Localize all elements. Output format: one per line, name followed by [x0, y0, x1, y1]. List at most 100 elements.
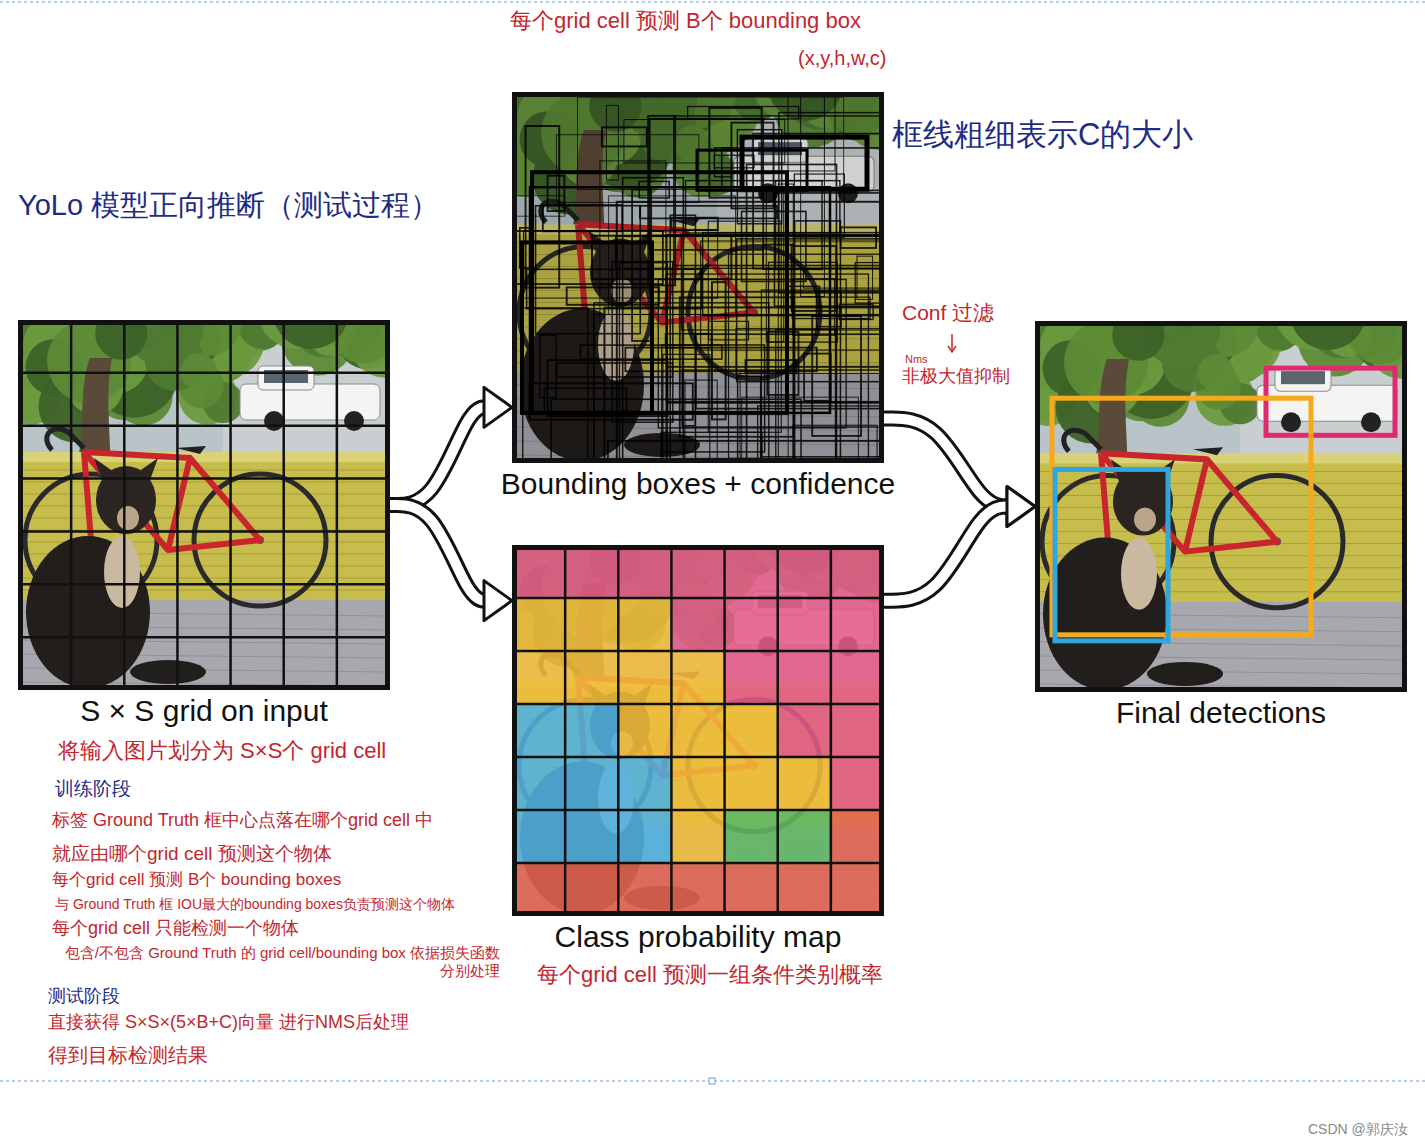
panel-illustration — [512, 545, 884, 916]
class-cell — [565, 810, 618, 863]
class-cell — [778, 598, 831, 651]
candidate-box — [742, 397, 859, 459]
connector-outline — [390, 407, 488, 505]
annotation-note: 直接获得 S×S×(5×B+C)向量 进行NMS后处理 — [48, 1012, 409, 1034]
grid-line — [18, 530, 390, 533]
wall-slat — [18, 530, 390, 531]
candidate-box — [709, 321, 749, 340]
section-heading: 测试阶段 — [48, 986, 120, 1008]
candidate-box — [774, 193, 880, 306]
class-cell — [831, 651, 884, 704]
class-cell — [565, 545, 618, 598]
class-cell — [618, 704, 671, 757]
wall-slat — [18, 518, 390, 519]
image-panel: Final detections — [1035, 321, 1407, 692]
panel-border — [515, 95, 882, 461]
candidate-box — [682, 370, 880, 427]
annotation-note: Conf 过滤 — [902, 300, 994, 325]
wall-slat — [1035, 531, 1407, 532]
grid-line — [512, 650, 884, 653]
guide-handle — [709, 1078, 715, 1084]
class-cell — [671, 863, 724, 916]
panel-caption: Bounding boxes + confidence — [501, 467, 895, 502]
annotation-note: 每个grid cell 预测一组条件类别概率 — [537, 962, 883, 988]
detection-box — [1052, 398, 1311, 635]
candidate-box — [776, 181, 822, 270]
candidate-box — [609, 196, 736, 315]
panel-illustration — [1035, 321, 1407, 692]
candidate-box — [708, 221, 781, 432]
candidate-box — [776, 330, 836, 459]
connector-fill — [884, 507, 1011, 601]
watermark: CSDN @郭庆汝 — [1308, 1121, 1408, 1138]
connector-outline — [884, 507, 1011, 601]
shade — [512, 92, 884, 463]
grid-line — [123, 320, 126, 690]
image-panel: S × S grid on input — [18, 320, 390, 690]
grid-line — [176, 320, 179, 690]
panel-border — [1038, 324, 1405, 690]
candidate-box — [547, 360, 667, 416]
wall-slat — [18, 494, 390, 495]
class-cell — [565, 863, 618, 916]
bicycle-handlebar — [1064, 430, 1101, 451]
candidate-box — [801, 95, 825, 296]
annotation-note: 标签 Ground Truth 框中心点落在哪个grid cell 中 — [52, 810, 433, 832]
class-cell — [618, 810, 671, 863]
dog-chest — [1121, 538, 1157, 610]
grid-line — [512, 809, 884, 812]
class-cell — [778, 704, 831, 757]
dog-muzzle — [117, 506, 139, 530]
sky — [512, 545, 884, 916]
rail-top — [18, 452, 390, 462]
truck-wheel — [344, 411, 364, 431]
dog-muzzle — [1134, 508, 1156, 532]
bicycle-handlebar — [47, 429, 84, 450]
bicycle-seat — [176, 446, 206, 454]
class-cell — [618, 651, 671, 704]
candidate-box — [672, 218, 718, 230]
candidate-box — [577, 97, 843, 189]
class-cell — [565, 704, 618, 757]
section-heading: 训练阶段 — [55, 778, 131, 801]
note-arrow — [951, 334, 953, 351]
class-cell — [831, 757, 884, 810]
photo-illustration — [512, 545, 884, 916]
confident-box — [530, 187, 830, 413]
grid-line — [776, 545, 779, 916]
class-cell — [671, 651, 724, 704]
truck-cab — [258, 366, 314, 390]
arrowhead — [1007, 487, 1035, 527]
candidate-box — [788, 95, 835, 171]
sky — [18, 320, 390, 690]
class-cell — [725, 810, 778, 863]
class-cell — [512, 757, 565, 810]
grid-line — [70, 320, 73, 690]
dog-chest — [104, 536, 140, 608]
candidate-box — [606, 105, 618, 180]
photo-illustration — [512, 92, 884, 463]
class-cell — [565, 598, 618, 651]
candidate-box — [709, 108, 761, 198]
panel-border — [21, 323, 388, 688]
panel-border — [515, 548, 882, 914]
class-cell — [725, 704, 778, 757]
faded-photo — [512, 545, 884, 916]
grid-line — [564, 545, 567, 916]
sky — [512, 92, 884, 463]
candidate-box — [650, 236, 880, 292]
truck-window — [1281, 371, 1325, 384]
image-panel: Class probability map — [512, 545, 884, 916]
grid-line — [18, 636, 390, 639]
panel-illustration — [18, 320, 390, 690]
class-cell — [512, 545, 565, 598]
class-cell — [671, 598, 724, 651]
class-cell — [512, 651, 565, 704]
candidate-box — [857, 256, 873, 299]
candidate-box — [557, 363, 673, 377]
candidate-box — [624, 120, 785, 163]
grid-line — [282, 320, 285, 690]
candidate-box — [619, 263, 667, 459]
class-cell — [725, 757, 778, 810]
panel-caption: S × S grid on input — [80, 694, 328, 729]
